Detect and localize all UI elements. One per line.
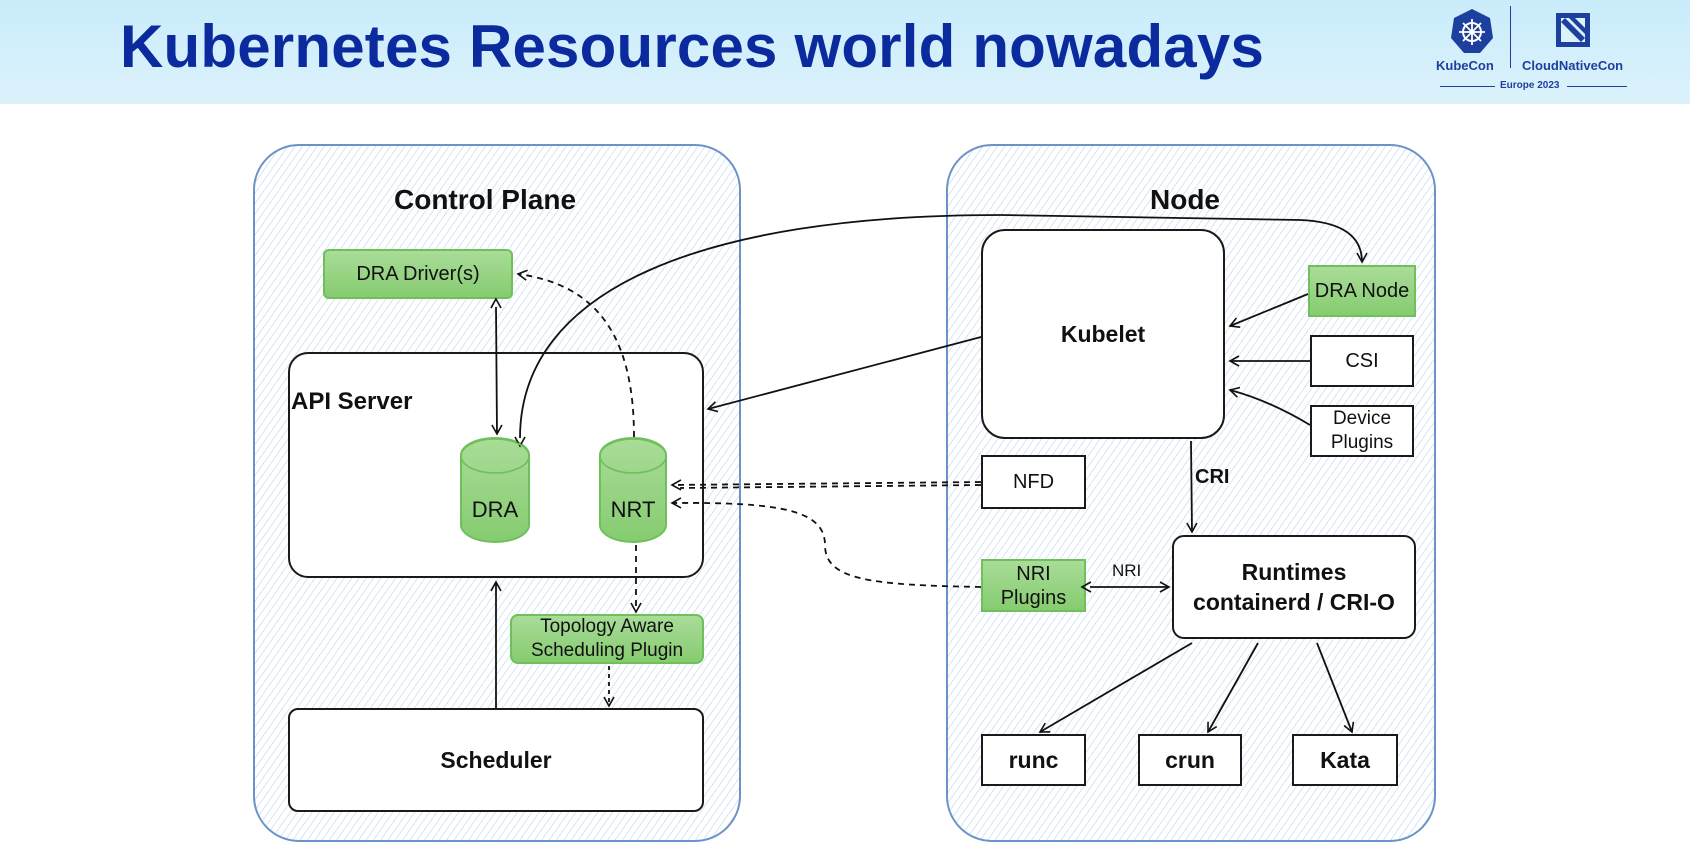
nfd-box[interactable]: NFD bbox=[981, 455, 1086, 509]
nri-label: NRI bbox=[1112, 561, 1142, 580]
kubecon-label: KubeCon bbox=[1436, 58, 1494, 73]
arrow-cri bbox=[1186, 440, 1198, 534]
dra-cylinder-top bbox=[460, 438, 530, 474]
arrow-dra-to-dra-node bbox=[514, 214, 1368, 448]
runtimes-line1: Runtimes bbox=[1241, 559, 1347, 585]
arrow-nri-to-nrt bbox=[670, 497, 982, 588]
nrt-cylinder-top bbox=[599, 438, 667, 474]
slide-title: Kubernetes Resources world nowadays bbox=[120, 13, 1265, 80]
arrow-runtimes-to-crun bbox=[1207, 642, 1259, 734]
cncf-icon bbox=[1556, 13, 1590, 47]
arrow-runtimes-to-runc bbox=[1038, 642, 1193, 733]
logo-rule-right bbox=[1567, 86, 1627, 87]
node-title: Node bbox=[1150, 184, 1220, 215]
kubernetes-helm-icon bbox=[1451, 9, 1493, 53]
dra-drivers-box[interactable]: DRA Driver(s) bbox=[323, 249, 513, 299]
dra-database-label: DRA bbox=[471, 497, 519, 522]
runc-label: runc bbox=[1008, 746, 1059, 773]
kubecon-logo: KubeCon CloudNativeCon Europe 2023 bbox=[1430, 6, 1650, 96]
slide-header: Kubernetes Resources world nowadays Kube… bbox=[0, 0, 1690, 104]
runc-box[interactable]: runc bbox=[981, 734, 1086, 786]
arrow-kubelet-to-api bbox=[706, 336, 982, 413]
topology-plugin-line1: Topology Aware bbox=[540, 616, 674, 637]
runtimes-box[interactable]: Runtimes containerd / CRI-O bbox=[1172, 535, 1416, 639]
cri-label: CRI bbox=[1195, 466, 1230, 488]
nrt-database-label: NRT bbox=[610, 497, 656, 522]
runtimes-line2: containerd / CRI-O bbox=[1193, 589, 1395, 615]
arrow-nfd-to-nrt bbox=[670, 479, 982, 491]
arrow-device-plugins-to-kubelet bbox=[1228, 386, 1311, 426]
kata-label: Kata bbox=[1320, 746, 1370, 773]
scheduler-box[interactable]: Scheduler bbox=[288, 708, 704, 812]
scheduler-label: Scheduler bbox=[440, 746, 552, 773]
logo-rule-left bbox=[1440, 86, 1495, 87]
nfd-label: NFD bbox=[1012, 470, 1055, 493]
event-label: Europe 2023 bbox=[1500, 80, 1560, 91]
control-plane-title: Control Plane bbox=[394, 184, 577, 215]
crun-label: crun bbox=[1165, 746, 1215, 773]
arrow-nfd-to-nrt-second bbox=[679, 484, 982, 489]
nri-plugins-line2: Plugins bbox=[1000, 586, 1067, 609]
nri-plugins-line1: NRI bbox=[1016, 562, 1051, 585]
dra-database[interactable]: DRA bbox=[460, 437, 530, 543]
api-server-label: API Server bbox=[291, 388, 413, 415]
logo-divider bbox=[1510, 6, 1511, 68]
dra-drivers-label: DRA Driver(s) bbox=[356, 262, 480, 285]
topology-plugin-line2: Scheduling Plugin bbox=[530, 640, 684, 661]
arrow-runtimes-to-kata bbox=[1316, 642, 1355, 734]
crun-box[interactable]: crun bbox=[1138, 734, 1242, 786]
arrow-nrt-to-dra-driver bbox=[516, 269, 635, 438]
cloudnativecon-label: CloudNativeCon bbox=[1522, 58, 1624, 73]
arrow-dra-driver-dra bbox=[490, 297, 503, 436]
nrt-database[interactable]: NRT bbox=[599, 437, 667, 543]
arrow-dra-node-to-kubelet bbox=[1228, 293, 1309, 329]
kata-box[interactable]: Kata bbox=[1292, 734, 1398, 786]
topology-aware-scheduling-plugin[interactable]: Topology Aware Scheduling Plugin bbox=[510, 614, 704, 664]
